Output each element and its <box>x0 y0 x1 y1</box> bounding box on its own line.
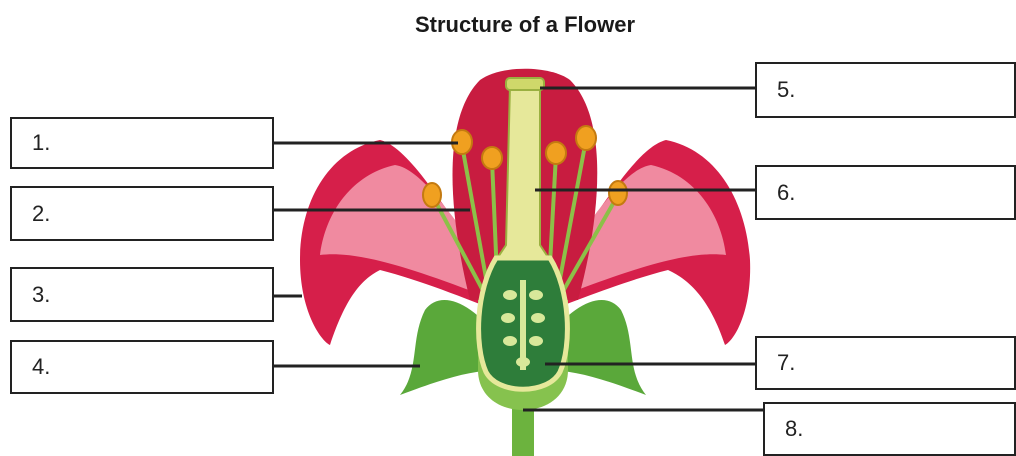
label-box-8[interactable]: 8. <box>763 402 1016 456</box>
label-box-5[interactable]: 5. <box>755 62 1016 118</box>
stigma <box>506 78 544 90</box>
label-box-4[interactable]: 4. <box>10 340 274 394</box>
label-box-7[interactable]: 7. <box>755 336 1016 390</box>
label-box-3[interactable]: 3. <box>10 267 274 322</box>
label-box-6[interactable]: 6. <box>755 165 1016 220</box>
label-box-2[interactable]: 2. <box>10 186 274 241</box>
label-box-1[interactable]: 1. <box>10 117 274 169</box>
